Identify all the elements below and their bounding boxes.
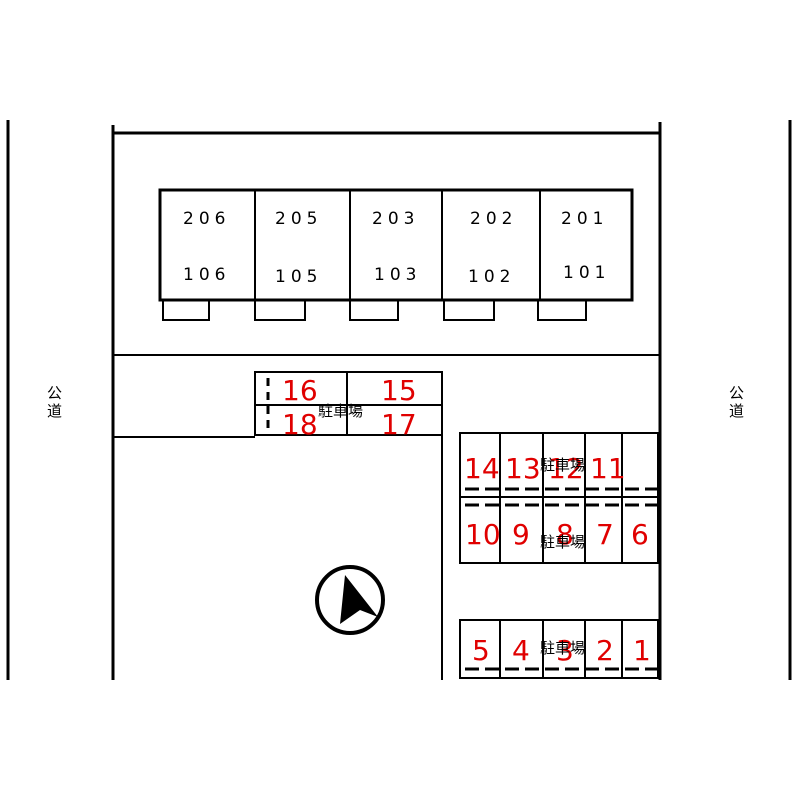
road-left-char-2: 道 <box>47 402 62 420</box>
road-left-char-1: 公 <box>47 384 62 402</box>
slot-10: 10 <box>465 518 501 551</box>
slot-14: 14 <box>464 452 500 485</box>
slot-17: 17 <box>381 408 417 441</box>
unit-upper-202: 202 <box>470 209 517 229</box>
slot-3: 3 <box>556 634 574 667</box>
slot-1: 1 <box>633 634 651 667</box>
road-label-right: 公 道 <box>729 384 744 420</box>
unit-upper-201: 201 <box>561 209 608 229</box>
apartment-building <box>158 188 634 321</box>
parking-label-b-lower: 駐車場 <box>540 533 585 551</box>
unit-lower-101: 101 <box>563 263 610 283</box>
parking-lot-a: 16 15 18 17 駐車場 <box>254 371 443 441</box>
parking-label-c: 駐車場 <box>540 639 585 657</box>
unit-lower-105: 105 <box>275 267 322 287</box>
slot-11: 11 <box>590 452 626 485</box>
unit-labels: 206 106 205 105 203 103 202 102 201 101 <box>183 209 610 287</box>
slot-18: 18 <box>282 408 318 441</box>
slot-9: 9 <box>512 518 530 551</box>
road-label-left: 公 道 <box>47 384 62 420</box>
slot-15: 15 <box>381 374 417 407</box>
slot-2: 2 <box>596 634 614 667</box>
slot-4: 4 <box>512 634 530 667</box>
slot-5: 5 <box>472 634 490 667</box>
parking-label-b-upper: 駐車場 <box>540 456 585 474</box>
slot-6: 6 <box>631 518 649 551</box>
unit-lower-102: 102 <box>468 267 515 287</box>
unit-upper-205: 205 <box>275 209 322 229</box>
slot-13: 13 <box>505 452 541 485</box>
slot-7: 7 <box>596 518 614 551</box>
unit-upper-203: 203 <box>372 209 419 229</box>
slot-8: 8 <box>556 518 574 551</box>
road-right-char-1: 公 <box>729 384 744 402</box>
unit-lower-106: 106 <box>183 265 230 285</box>
parking-lot-c: 5 4 3 2 1 駐車場 <box>459 619 659 679</box>
road-right-char-2: 道 <box>729 402 744 420</box>
site-boundary <box>111 122 662 680</box>
unit-upper-206: 206 <box>183 209 230 229</box>
parking-lot-b: 14 13 12 11 駐車場 10 9 8 7 6 駐車場 <box>459 432 659 564</box>
slot-16: 16 <box>282 374 318 407</box>
unit-lower-103: 103 <box>374 265 421 285</box>
slot-12: 12 <box>548 452 584 485</box>
parking-label-a: 駐車場 <box>318 402 363 420</box>
north-arrow-icon <box>315 565 385 635</box>
